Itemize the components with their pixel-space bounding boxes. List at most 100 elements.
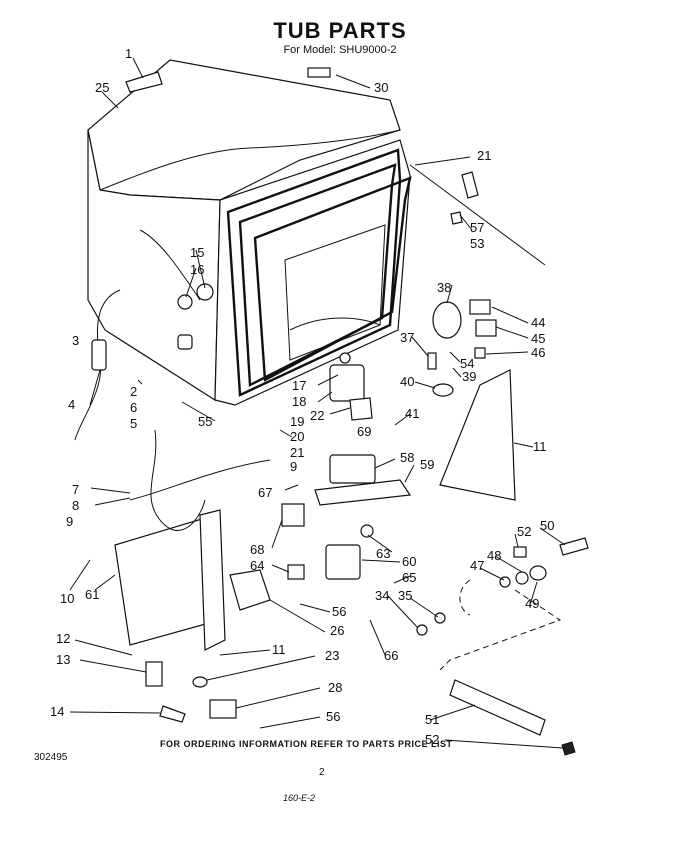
callout-label: 9 [66,514,73,529]
callout-label: 50 [540,518,554,533]
side-bracket-part-11 [439,369,516,501]
door-gasket-outer [226,148,402,397]
callout-label: 64 [250,558,264,573]
callout-label: 12 [56,631,70,646]
door-side-part-11 [199,509,226,651]
handwritten-note: 160-E-2 [283,793,316,803]
callout-label: 49 [525,596,539,611]
callout-label: 40 [400,374,414,389]
module-part-60 [325,544,361,580]
connector-part-50 [559,537,589,556]
plug-part [177,334,193,350]
nut-part-34 [416,624,428,636]
rail-part-59 [314,479,412,506]
callout-label: 14 [50,704,64,719]
callout-numbers: 1 25 30 21 57 53 15 16 38 44 45 37 46 3 … [50,46,554,747]
callout-label: 56 [326,709,340,724]
callout-label: 11 [533,439,547,454]
nut-part-17 [339,352,351,364]
callout-label: 7 [72,482,79,497]
callout-label: 52 [425,732,439,747]
cap-part-63 [360,524,374,538]
callout-label: 21 [290,445,304,460]
washer-part-35 [434,612,446,624]
tub-assembly [74,59,546,441]
callout-label: 55 [198,414,212,429]
callout-label: 21 [477,148,491,163]
nut-part-23 [192,676,208,688]
nut-part-15 [196,283,214,301]
bracket-part-44 [469,299,491,315]
callout-label: 59 [420,457,434,472]
callout-label: 1 [125,46,132,61]
callout-label: 10 [60,591,74,606]
drain-hose-part-8 [150,429,206,531]
shaft-part-37 [427,352,437,370]
callout-label: 35 [398,588,412,603]
callout-label: 19 [290,414,304,429]
callout-label: 3 [72,333,79,348]
bracket-part-45 [475,319,497,337]
callout-label: 4 [68,397,75,412]
callout-label: 53 [470,236,484,251]
callout-label: 37 [400,330,414,345]
door-gasket-middle [238,163,397,387]
pump-part-26 [229,569,271,611]
cap-part-52 [513,546,527,558]
callout-label: 69 [357,424,371,439]
valve-part-18 [329,364,365,402]
hinge-part-13 [145,661,163,687]
callout-label: 9 [290,459,297,474]
clip-part-14 [159,705,186,723]
motor-part-38 [432,301,462,339]
callout-label: 5 [130,416,137,431]
leader-lines [69,57,566,749]
callout-label: 65 [402,570,416,585]
ordering-note: FOR ORDERING INFORMATION REFER TO PARTS … [160,739,453,749]
leader-line [409,164,546,266]
callout-label: 23 [325,648,339,663]
callout-label: 25 [95,80,109,95]
callout-label: 57 [470,220,484,235]
callout-label: 41 [405,406,419,421]
callout-label: 54 [460,356,474,371]
diagram-title: TUB PARTS [273,18,407,43]
callout-label: 39 [462,369,476,384]
callout-label: 8 [72,498,79,513]
tub-floor-curve [289,317,381,331]
callout-label: 20 [290,429,304,444]
callout-label: 30 [374,80,388,95]
callout-label: 15 [190,245,204,260]
wire-harness [459,579,471,616]
tub-side-cutaway [139,229,201,301]
right-parts-cluster [114,171,589,756]
callout-label: 66 [384,648,398,663]
clip-part-57 [461,171,479,199]
handle-part-1 [125,71,163,93]
callout-label: 52 [517,524,531,539]
callout-label: 13 [56,652,70,667]
block-part-58 [329,454,376,484]
callout-label: 60 [402,554,416,569]
switch-part-68 [281,503,305,527]
callout-label: 17 [292,378,306,393]
door-gasket-inner [253,176,412,382]
callout-label: 46 [531,345,545,360]
callout-label: 28 [328,680,342,695]
callout-label: 63 [376,546,390,561]
callout-label: 51 [425,712,439,727]
callout-label: 38 [437,280,451,295]
callout-label: 18 [292,394,306,409]
page-number: 2 [319,767,325,778]
callout-label: 22 [310,408,324,423]
drawing-number: 302495 [34,752,68,763]
bracket-part-28 [209,699,237,719]
callout-label: 56 [332,604,346,619]
control-cable [439,589,562,671]
washer-part-48 [515,571,529,585]
callout-label: 26 [330,623,344,638]
model-subtitle: For Model: SHU9000-2 [283,44,397,56]
callout-label: 48 [487,548,501,563]
